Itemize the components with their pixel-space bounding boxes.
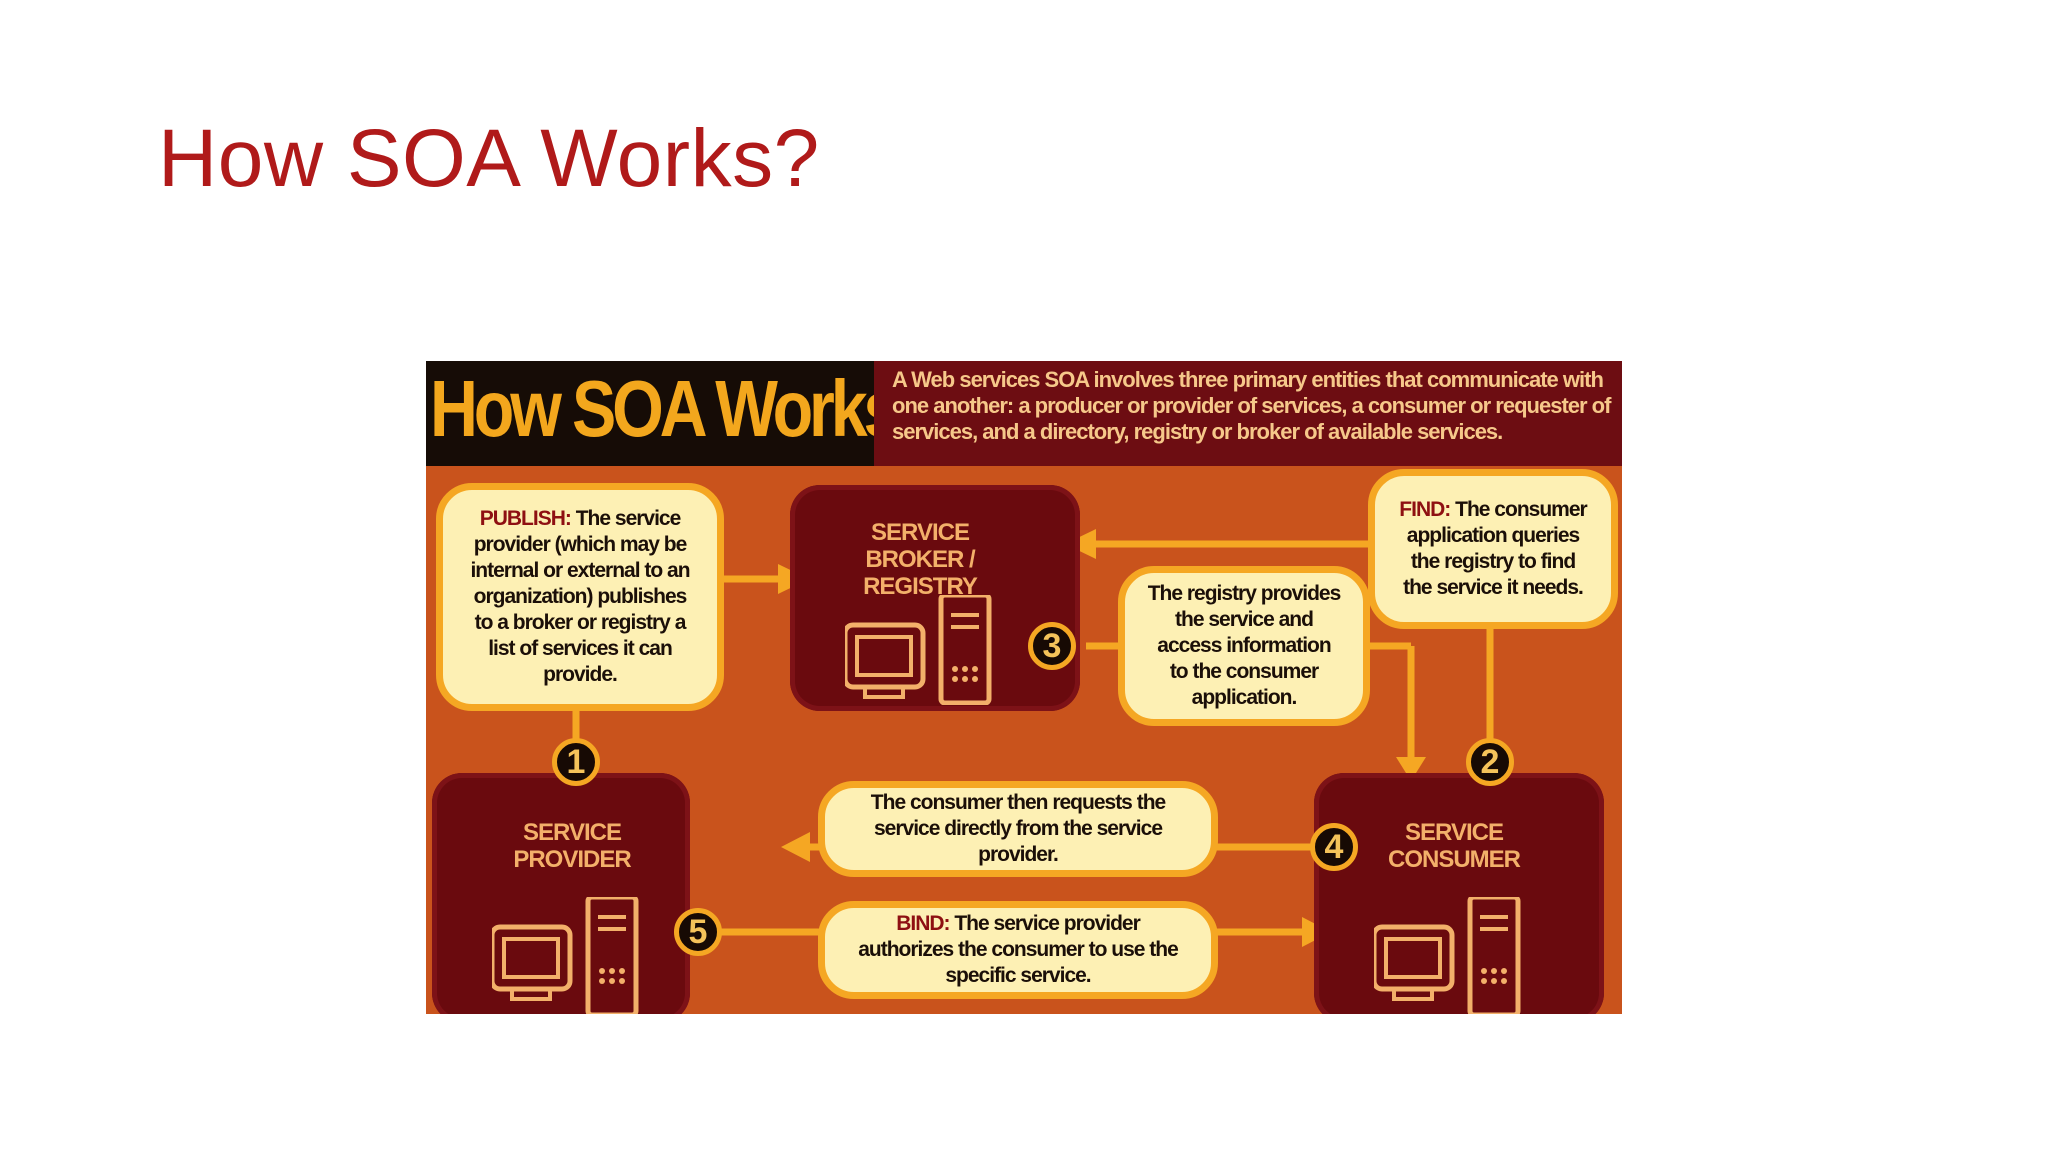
service-consumer-label: SERVICE CONSUMER xyxy=(1387,819,1521,873)
bind-text: The service provider authorizes the cons… xyxy=(858,912,1179,987)
find-keyword: FIND: xyxy=(1399,498,1451,521)
header-description-panel: A Web services SOA involves three primar… xyxy=(874,361,1622,466)
registry-down-arrowhead xyxy=(1396,757,1426,781)
publish-keyword: PUBLISH: xyxy=(479,507,572,530)
bind-callout: BIND: The service provider authorizes th… xyxy=(818,901,1218,999)
request-callout: The consumer then requests the service d… xyxy=(818,781,1218,877)
find-callout-text: FIND: The consumer application queries t… xyxy=(1397,497,1589,601)
step-4-badge: 4 xyxy=(1310,823,1358,871)
publish-callout-text: PUBLISH: The service provider (which may… xyxy=(465,506,695,688)
request-arrowhead xyxy=(781,832,810,862)
find-text: The consumer application queries the reg… xyxy=(1403,498,1588,599)
soa-infographic: How SOA Works A Web services SOA involve… xyxy=(426,361,1622,1014)
step-1-badge: 1 xyxy=(552,738,600,786)
registry-callout: The registry provides the service and ac… xyxy=(1118,566,1370,726)
provider-computer-icon xyxy=(492,897,639,1014)
consumer-computer-icon xyxy=(1374,897,1521,1014)
request-text: The consumer then requests the service d… xyxy=(870,791,1166,866)
step-3-badge: 3 xyxy=(1028,622,1076,670)
bind-callout-text: BIND: The service provider authorizes th… xyxy=(847,911,1189,989)
publish-text: The service provider (which may be inter… xyxy=(470,507,690,686)
service-broker-node: SERVICE BROKER / REGISTRY xyxy=(790,485,1080,711)
broker-computer-icon xyxy=(845,595,992,705)
publish-callout: PUBLISH: The service provider (which may… xyxy=(436,483,724,711)
step-5-badge: 5 xyxy=(674,908,722,956)
service-consumer-node: SERVICE CONSUMER xyxy=(1314,773,1604,1014)
find-arrowhead xyxy=(1065,529,1096,559)
slide-title: How SOA Works? xyxy=(158,113,820,204)
infographic-description: A Web services SOA involves three primar… xyxy=(892,367,1611,444)
find-callout: FIND: The consumer application queries t… xyxy=(1368,469,1618,629)
service-broker-label: SERVICE BROKER / REGISTRY xyxy=(863,519,978,600)
service-provider-node: SERVICE PROVIDER xyxy=(432,773,690,1014)
header-title-panel: How SOA Works xyxy=(426,361,900,466)
service-provider-label: SERVICE PROVIDER xyxy=(513,819,631,873)
bind-keyword: BIND: xyxy=(896,912,950,935)
step-2-badge: 2 xyxy=(1466,738,1514,786)
registry-text: The registry provides the service and ac… xyxy=(1147,582,1342,709)
